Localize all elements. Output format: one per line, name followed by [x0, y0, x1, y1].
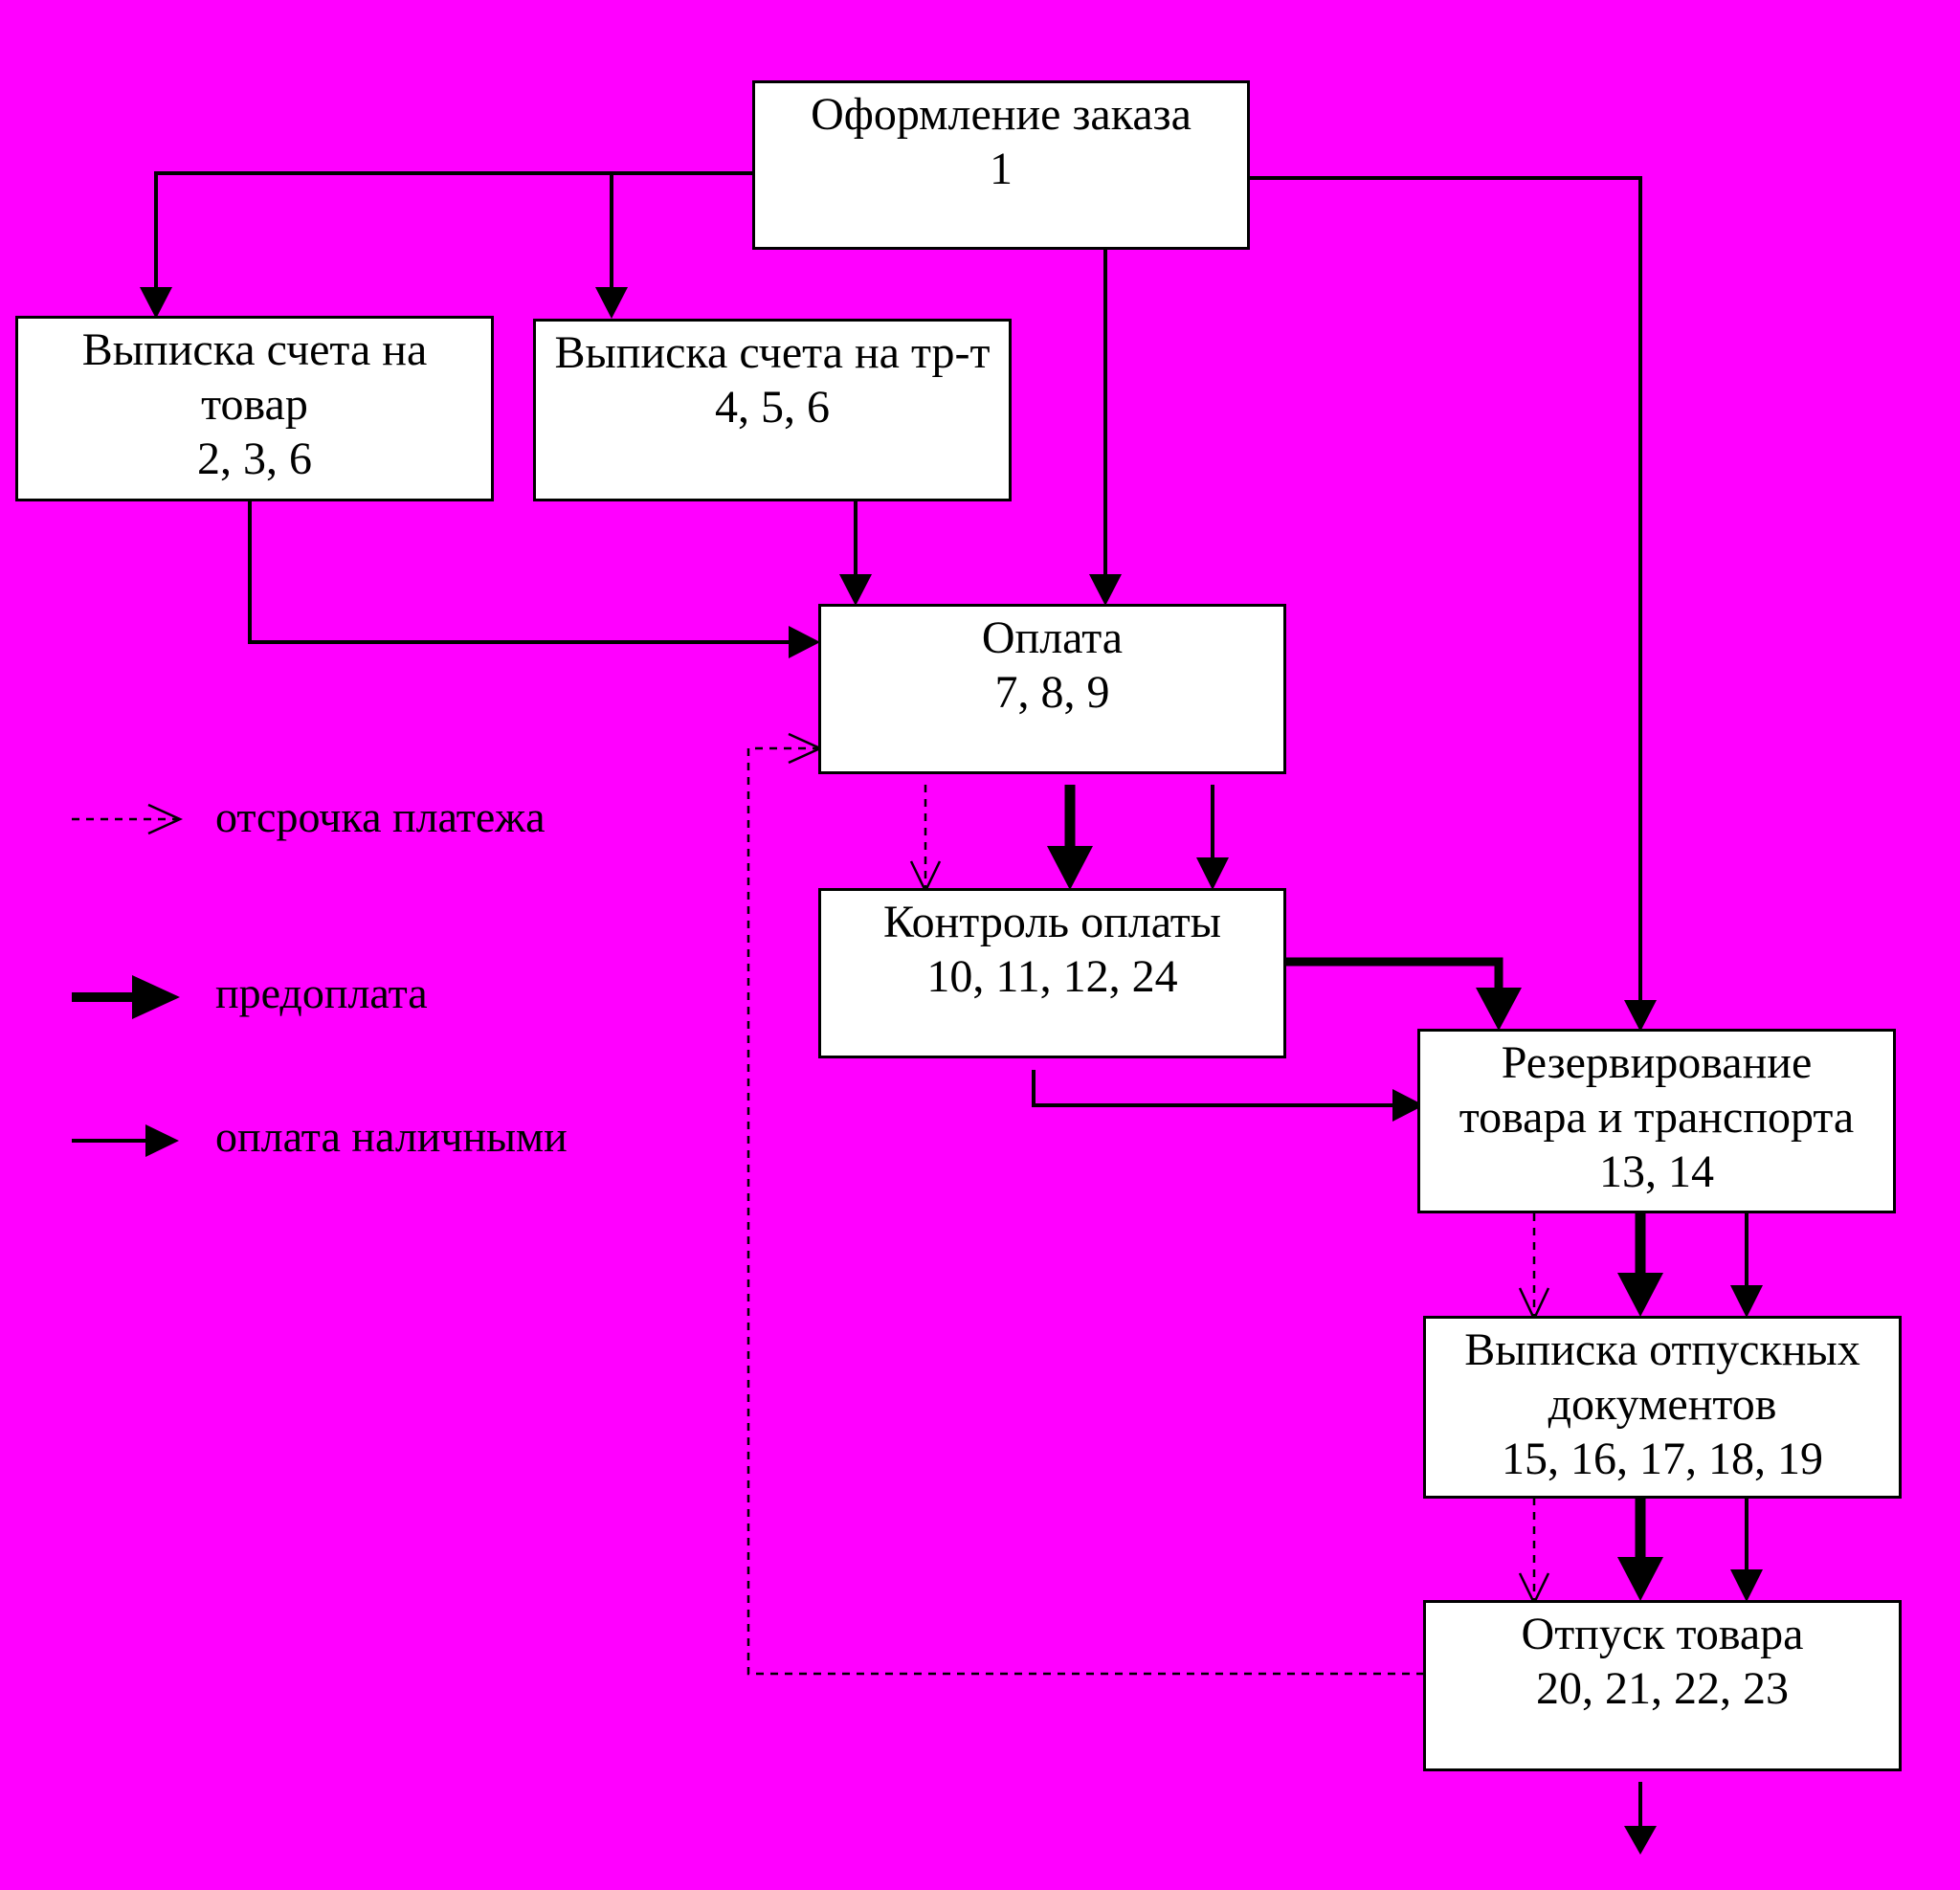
legend-cash-arrowhead	[145, 1124, 179, 1157]
edge-order-to-invoice-goods	[154, 171, 752, 287]
arrowhead	[1617, 1273, 1663, 1317]
arrowhead	[1730, 1569, 1763, 1602]
node-order-steps: 1	[990, 144, 1013, 194]
node-payment-steps: 7, 8, 9	[994, 667, 1110, 718]
node-order-title: Оформление заказа	[811, 89, 1192, 140]
node-invoice-transport-title: Выписка счета на тр-т	[554, 327, 991, 378]
node-invoice-goods-title-2: товар	[201, 379, 308, 430]
arrowhead	[1196, 857, 1229, 890]
legend-prepayment-arrowhead	[132, 975, 180, 1019]
arrowhead	[1624, 1000, 1657, 1032]
node-payment: Оплата 7, 8, 9	[818, 604, 1286, 774]
arrowhead	[1617, 1557, 1663, 1601]
node-payment-control: Контроль оплаты 10, 11, 12, 24	[818, 888, 1286, 1058]
arrowhead	[1624, 1826, 1657, 1855]
node-release-goods: Отпуск товара 20, 21, 22, 23	[1423, 1600, 1902, 1771]
legend-prepayment-label: предоплата	[215, 968, 428, 1017]
node-payment-control-title: Контроль оплаты	[882, 897, 1221, 947]
node-release-docs: Выписка отпускных документов 15, 16, 17,…	[1423, 1316, 1902, 1499]
node-reservation: Резервирование товара и транспорта 13, 1…	[1417, 1029, 1896, 1213]
node-reservation-steps: 13, 14	[1599, 1146, 1714, 1197]
node-payment-title: Оплата	[981, 612, 1124, 663]
legend-cash-label: оплата наличными	[215, 1112, 568, 1161]
node-release-goods-steps: 20, 21, 22, 23	[1536, 1663, 1789, 1714]
node-invoice-goods-steps: 2, 3, 6	[197, 434, 312, 484]
node-release-docs-steps: 15, 16, 17, 18, 19	[1502, 1434, 1823, 1484]
arrowhead	[595, 287, 628, 319]
node-invoice-goods: Выписка счета на товар 2, 3, 6	[15, 316, 494, 501]
arrowhead	[1047, 846, 1093, 890]
edge-control-to-reservation-cash	[1032, 1070, 1392, 1107]
node-invoice-transport-steps: 4, 5, 6	[715, 382, 830, 433]
node-release-goods-title: Отпуск товара	[1521, 1609, 1804, 1659]
arrowhead	[1392, 1089, 1424, 1122]
edge-order-to-reservation	[1249, 176, 1642, 1000]
node-reservation-title-2: товара и транспорта	[1459, 1092, 1855, 1143]
arrowhead	[140, 287, 172, 319]
arrowhead	[839, 574, 872, 606]
node-invoice-goods-title-1: Выписка счета на	[81, 324, 428, 375]
edge-release-to-payment-deferred	[746, 746, 1424, 1676]
node-payment-control-steps: 10, 11, 12, 24	[926, 951, 1178, 1002]
node-reservation-title-1: Резервирование	[1501, 1037, 1813, 1088]
edge-control-to-reservation-prepayment	[1286, 957, 1503, 988]
node-invoice-transport: Выписка счета на тр-т 4, 5, 6	[533, 319, 1012, 501]
arrowhead	[1089, 574, 1122, 606]
node-release-docs-title-2: документов	[1548, 1379, 1777, 1430]
arrowhead	[789, 626, 820, 658]
legend-deferred-label: отсрочка платежа	[215, 792, 546, 841]
node-order: Оформление заказа 1	[752, 80, 1250, 250]
arrowhead	[1476, 988, 1522, 1031]
edge-invoice-goods-to-payment	[248, 500, 789, 644]
arrowhead	[1730, 1285, 1763, 1318]
legend-deferred-arrowhead	[147, 803, 184, 835]
node-release-docs-title-1: Выписка отпускных	[1464, 1324, 1860, 1375]
